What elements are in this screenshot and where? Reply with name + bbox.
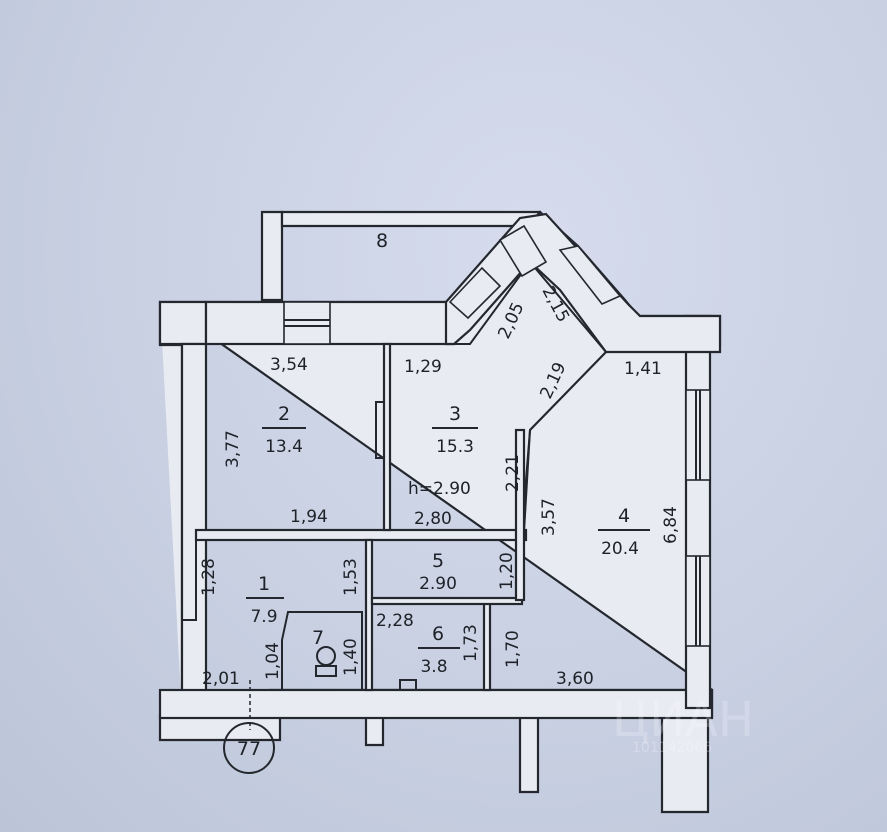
room-6-number: 6 xyxy=(432,623,444,645)
partition-h2 xyxy=(370,596,524,606)
watermark-code: 101142066 xyxy=(632,740,712,756)
wall-right xyxy=(684,314,712,710)
window-room4 xyxy=(685,389,711,481)
axis-marker-label: 77 xyxy=(237,738,261,760)
window-room4-lower xyxy=(685,555,711,647)
dim-room1-bottom: 2,01 xyxy=(202,669,240,689)
dim-room2-left: 3,77 xyxy=(223,430,243,468)
dim-room1-lower: 1,04 xyxy=(263,642,283,680)
wall-left xyxy=(158,300,208,346)
dim-room4-left: 3,57 xyxy=(539,498,559,536)
dim-room2-top: 3,54 xyxy=(270,355,308,375)
room-6-area: 3.8 xyxy=(420,657,447,677)
dim-room3-right: 2,21 xyxy=(503,454,523,492)
partition-v4 xyxy=(514,428,526,602)
room-7-number: 7 xyxy=(312,627,324,649)
room-1-number: 1 xyxy=(258,573,270,595)
partition-v3 xyxy=(382,342,392,532)
dim-room6-right: 1,73 xyxy=(461,624,481,662)
room-5-area: 2.90 xyxy=(419,574,457,594)
partition-h1 xyxy=(194,528,528,542)
balcony-wall xyxy=(260,210,284,302)
dim-room3-top: 1,29 xyxy=(404,357,442,377)
balcony-rail xyxy=(280,210,550,228)
dim-room6-top: 2,28 xyxy=(376,611,414,631)
window-bay-b xyxy=(558,245,622,305)
dim-room4-top: 1,41 xyxy=(624,359,662,379)
dim-room1-right: 1,53 xyxy=(341,558,361,596)
room-1-area: 7.9 xyxy=(250,607,277,627)
dim-room3-bottom: 2,80 xyxy=(414,509,452,529)
dim-room1-left: 1,28 xyxy=(199,558,219,596)
dim-room4-lower-left: 1,70 xyxy=(503,630,523,668)
room-3-area: 15.3 xyxy=(436,437,474,457)
partition-v2 xyxy=(482,598,492,692)
watermark-brand: ЦИАН xyxy=(612,692,754,748)
room-2-area: 13.4 xyxy=(265,437,303,457)
room-4-number: 4 xyxy=(618,505,630,527)
window-room2 xyxy=(283,301,331,345)
window-bay-a xyxy=(448,266,502,320)
partition-v1 xyxy=(364,538,374,692)
axis-marker xyxy=(223,722,275,774)
room-5-number: 5 xyxy=(432,550,444,572)
room-7-outline xyxy=(281,611,363,691)
toilet-icon xyxy=(315,646,337,677)
room-3-height: h=2.90 xyxy=(408,479,471,499)
dim-room5-right: 1,20 xyxy=(497,552,517,590)
wall-bottom xyxy=(158,688,714,720)
window-bay-c xyxy=(498,224,548,278)
dim-room4-bottom: 3,60 xyxy=(556,669,594,689)
dim-room2-bottom: 1,94 xyxy=(290,507,328,527)
dim-room7-side: 1,40 xyxy=(341,638,361,676)
room-8-number: 8 xyxy=(376,230,388,252)
room-3-number: 3 xyxy=(449,403,461,425)
dim-room4-right: 6,84 xyxy=(661,506,681,544)
room-2-number: 2 xyxy=(278,403,290,425)
room-4-area: 20.4 xyxy=(601,539,639,559)
